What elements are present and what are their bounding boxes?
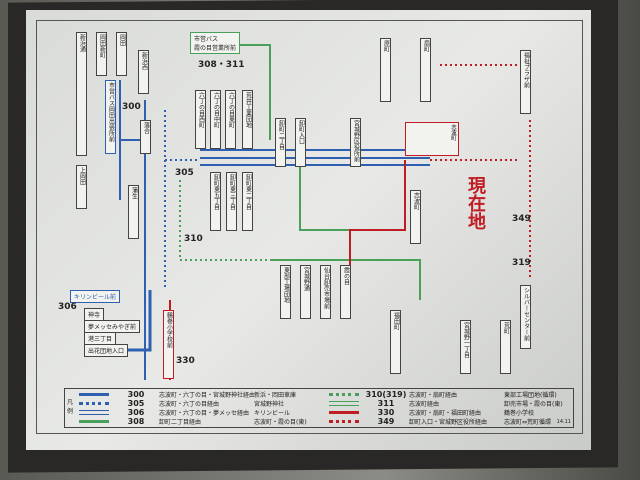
stop: 六丁の目東町 [225, 90, 236, 149]
legend-route-number: 300 [127, 390, 145, 399]
stop: 蒲生 [128, 185, 139, 239]
depot-title: 市営バス [194, 36, 219, 43]
stop: 福田町 [390, 310, 401, 374]
route-number: 349 [512, 214, 531, 224]
stop: 宮城野一丁目 [460, 320, 471, 374]
stop: 出花団地入口 [84, 344, 129, 357]
legend-route-number: 310(319) [365, 390, 407, 399]
depot-subtitle: 霞の目営業所前 [194, 45, 237, 52]
legend-via: 卸町入口・宮城野区役所経由 [409, 419, 488, 426]
legend-via: 志波町・扇町・福田町経由 [409, 410, 482, 417]
legend-row: 306 志波町・六丁の目・夢メッセ経由キリンビール [75, 408, 314, 417]
route-349-line [430, 64, 531, 280]
legend-destination: 卸売市場・霞の目(東) [504, 401, 563, 408]
stop: 東部工場団地 [280, 265, 291, 319]
stop: 卸町二丁目 [275, 118, 286, 167]
route-number: 319 [512, 258, 531, 268]
stop: 仙台卸売市場前 [320, 265, 331, 319]
stop: 霞の目 [340, 265, 351, 319]
kirin-stop: キリンビール前 [70, 290, 121, 303]
route-305-line [164, 110, 200, 290]
stop: 卸町東三丁目 [226, 172, 237, 231]
legend-via: 卸町二丁目経由 [159, 419, 202, 426]
legend-destination: 鶴巻小学校 [504, 410, 535, 417]
stop: 福祉プラザ前 [520, 50, 531, 114]
route-311-line [270, 259, 421, 300]
legend-row: 308 卸町二丁目経由 志波町・霞の目(東) [75, 417, 314, 426]
legend-row: 330 志波町・扇町・福田町経由 鶴巻小学校 [325, 408, 564, 417]
stop: 岡田 [116, 32, 127, 76]
stop: 荒井工業団地 [242, 90, 253, 149]
stop: 落合 [140, 120, 151, 154]
line-swatch [329, 393, 359, 396]
stop: シルバーセンター前 [520, 285, 531, 349]
stop: 六丁の目西町 [195, 90, 206, 149]
map-border [36, 20, 583, 434]
route-308-line [220, 44, 360, 231]
line-swatch [79, 393, 109, 396]
stop: 卸町入口 [295, 118, 306, 167]
route-number: 300 [122, 102, 141, 112]
route-number: 310 [184, 234, 203, 244]
stop: 新浜通 [76, 32, 87, 156]
stop: 原町 [380, 38, 391, 102]
stop: 扇町 [420, 38, 431, 102]
legend-header: 凡例 [67, 399, 74, 415]
stop: 鶴巻小学校前 [163, 310, 174, 379]
route-trunk-line [200, 149, 430, 166]
route-number: 306 [58, 302, 77, 312]
legend-route-number: 305 [127, 399, 145, 408]
line-swatch [79, 402, 109, 405]
stop: 卸町東二丁目 [242, 172, 253, 231]
legend: 凡例 300 志波町・六丁の目・宮城野神社経由新浜・岡田車庫 305 志波町・六丁の目… [64, 388, 574, 428]
depot-routes: 308・311 [198, 60, 245, 70]
legend-via: 志波町経由 [409, 401, 440, 408]
legend-route-number: 311 [377, 399, 395, 408]
legend-code: 14.11 [556, 419, 571, 425]
legend-destination: 志波町・霞の目(東) [254, 419, 307, 426]
stop: 岡田新町 [96, 32, 107, 76]
stop: 新浜西 [138, 50, 149, 94]
legend-row: 311 志波町経由 卸売市場・霞の目(東) [325, 399, 564, 408]
line-swatch [79, 420, 109, 423]
legend-row: 305 志波町・六丁の目経由 宮城野神社 [75, 399, 314, 408]
line-swatch [329, 420, 359, 423]
stop: 宮城野区役所前 [350, 118, 361, 167]
legend-via: 志波町・六丁の目・宮城野神社経由 [159, 392, 254, 399]
legend-destination: 新浜・岡田車庫 [254, 392, 297, 399]
legend-destination: 宮城野神社 [254, 401, 285, 408]
legend-row: 310(319)志波町・扇町経由 東部工場団地(循環) [325, 390, 564, 399]
legend-route-number: 330 [377, 408, 395, 417]
stop: 六丁の目中町 [210, 90, 221, 149]
legend-destination: キリンビール [254, 410, 291, 417]
stop: 荒町 [500, 320, 511, 374]
route-number: 305 [175, 168, 194, 178]
route-number: 330 [176, 356, 195, 366]
legend-destination: 東部工場団地(循環) [504, 392, 557, 399]
current-location-label: 現在地 [465, 176, 486, 230]
legend-via: 志波町・六丁の目・夢メッセ経由 [159, 410, 250, 417]
legend-route-number: 349 [377, 417, 395, 426]
stop: 上岡田 [76, 165, 87, 209]
line-swatch [329, 411, 359, 414]
legend-row: 300 志波町・六丁の目・宮城野神社経由新浜・岡田車庫 [75, 390, 314, 399]
legend-via: 志波町・六丁の目経由 [159, 401, 220, 408]
current-stop-box: 志波町 [405, 122, 459, 156]
route-310-line [179, 180, 270, 261]
stop: 卸町東五丁目 [210, 172, 221, 231]
stop: 宮城野通 [300, 265, 311, 319]
line-swatch [329, 401, 359, 406]
legend-destination: 志波町⇔荒町循環 [504, 419, 552, 426]
stop: 神寺 [84, 308, 105, 321]
stop: 志波町 [410, 190, 421, 244]
legend-route-number: 308 [127, 417, 145, 426]
legend-row: 349 卸町入口・宮城野区役所経由 志波町⇔荒町循環 [325, 417, 564, 426]
line-swatch [79, 410, 109, 415]
legend-route-number: 306 [127, 408, 145, 417]
stop: 市営バス岡田出張所前 [105, 80, 116, 154]
legend-via: 志波町・扇町経由 [409, 392, 458, 399]
depot-box: 市営バス霞の目営業所前 [190, 32, 241, 54]
